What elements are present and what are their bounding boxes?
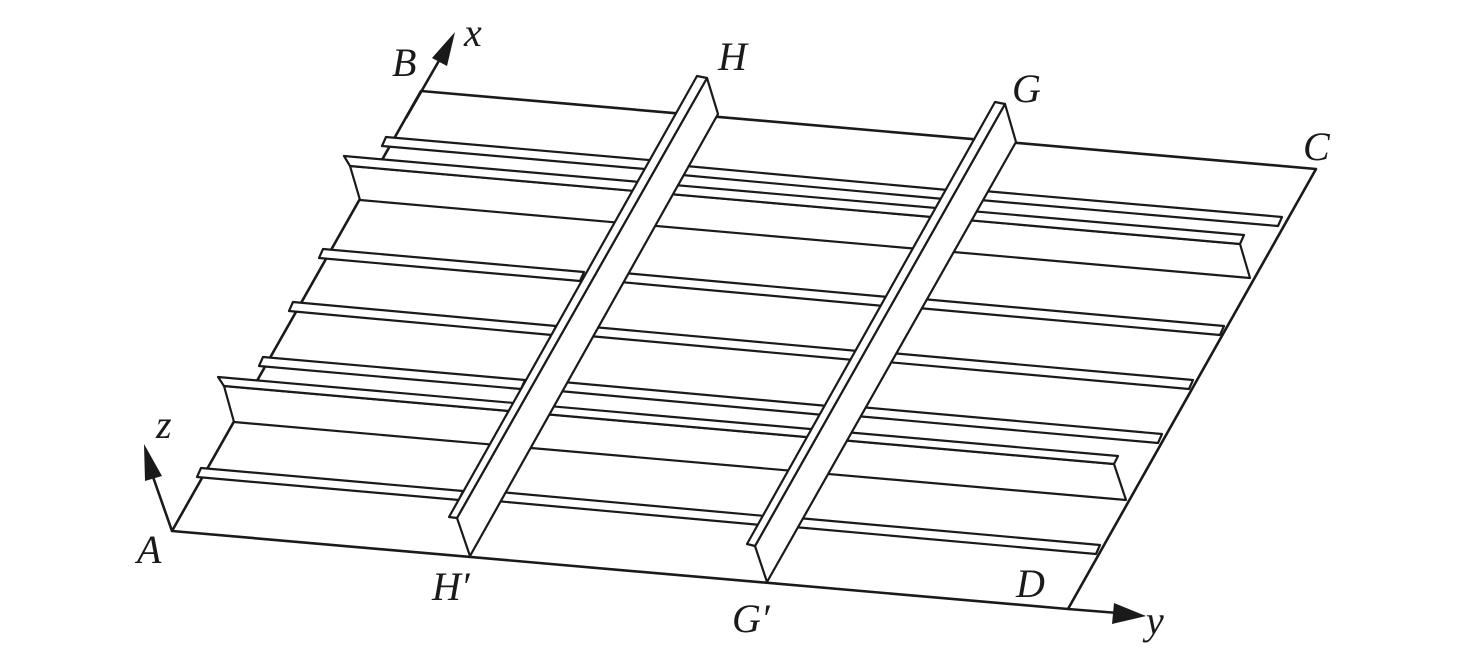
label-H: H	[717, 34, 749, 79]
y-axis-arrowhead	[1112, 603, 1146, 624]
label-A: A	[134, 527, 162, 572]
z-axis-arrowhead	[144, 444, 162, 481]
label-G: G	[1012, 66, 1041, 111]
label-C: C	[1303, 124, 1331, 169]
transverse-girder-upper	[342, 154, 1252, 280]
x-axis-arrowhead	[432, 32, 455, 66]
label-D: D	[1015, 561, 1045, 606]
label-y-axis: y	[1142, 598, 1164, 643]
girder-G-Gprime	[745, 100, 1018, 584]
longitudinal-girders	[447, 74, 1018, 584]
plate-outline	[170, 89, 1318, 611]
axis-z	[144, 444, 174, 532]
axis-x	[404, 32, 455, 119]
label-z-axis: z	[155, 402, 172, 447]
axis-y	[1067, 603, 1146, 624]
transverse-girder-lower	[216, 375, 1128, 502]
girder-H-Hprime	[447, 74, 720, 558]
label-B: B	[392, 40, 416, 85]
label-x-axis: x	[463, 10, 482, 55]
label-G-prime: G′	[732, 596, 771, 641]
label-H-prime: H′	[431, 564, 471, 609]
transverse-girders	[216, 154, 1252, 502]
